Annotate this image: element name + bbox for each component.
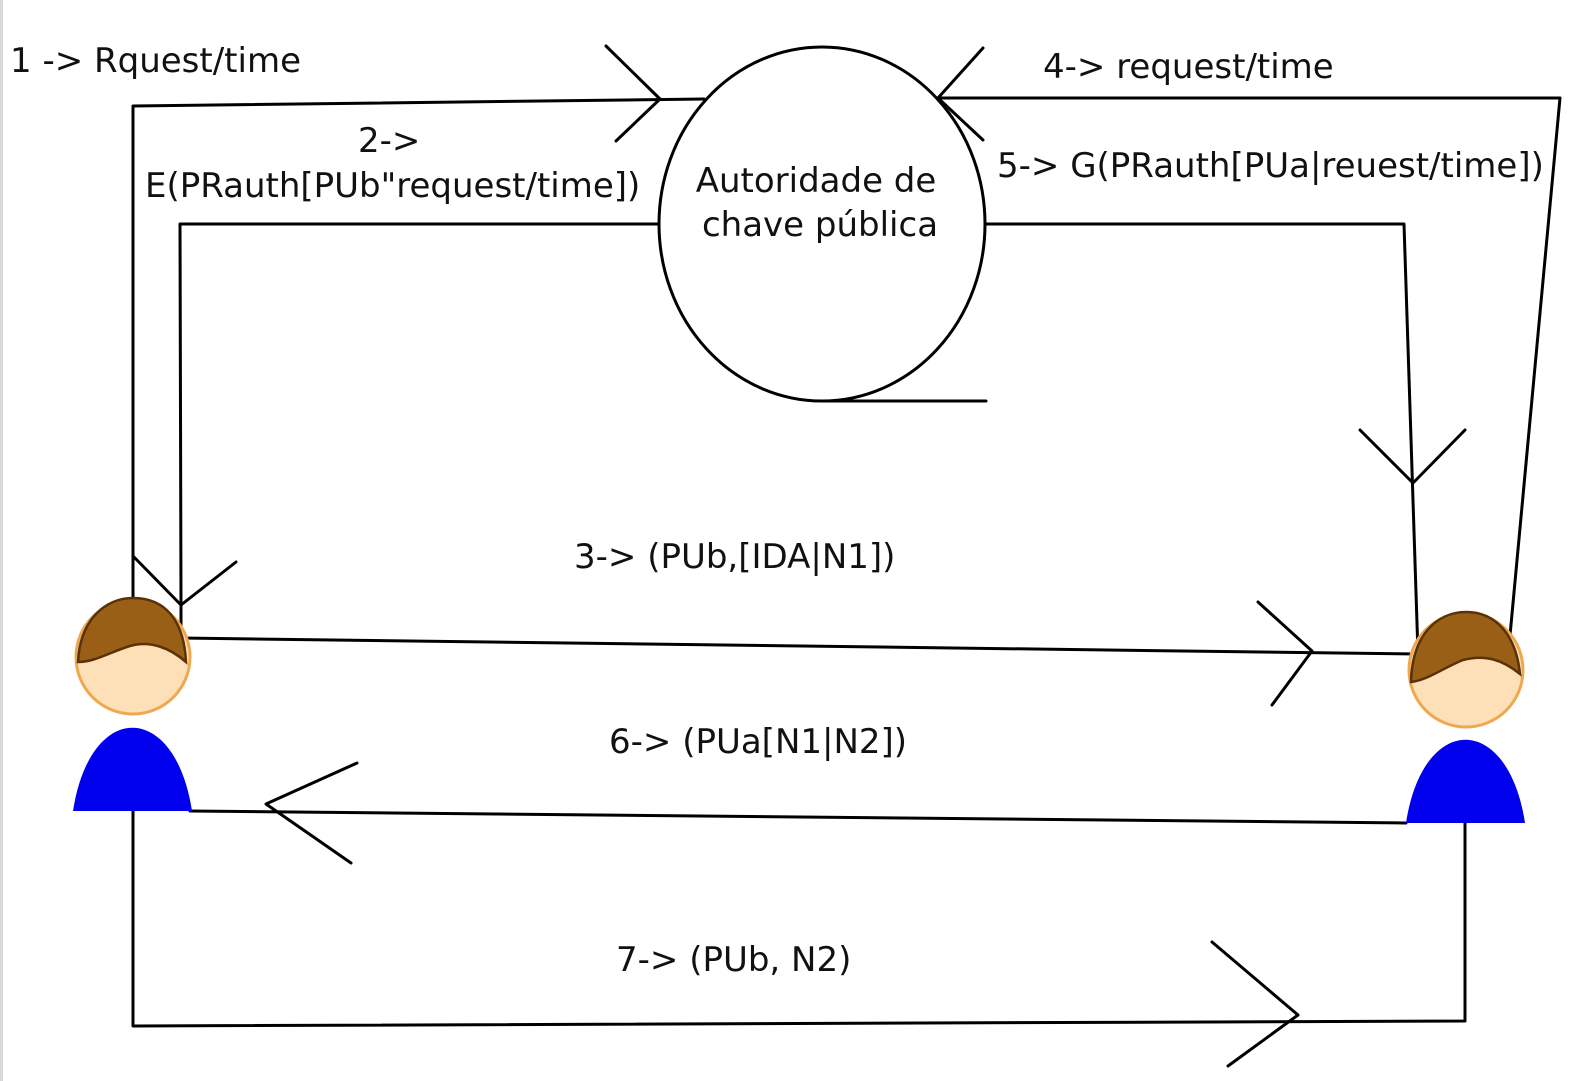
person-b-body — [1406, 739, 1525, 823]
authority-label-line2: chave pública — [702, 205, 938, 245]
message-4-arrowhead — [936, 46, 985, 142]
message-1-flow: 1 -> Rquest/time — [10, 41, 706, 650]
message-7-line — [131, 809, 1467, 1028]
message-1-line — [131, 97, 706, 650]
message-2-arrowhead — [131, 554, 238, 607]
authority-label-line1: Autoridade de — [696, 161, 937, 201]
message-3-label: 3-> (PUb,[IDA|N1]) — [574, 537, 895, 577]
message-5-label: 5-> G(PRauth[PUa|reuest/time]) — [997, 146, 1544, 186]
message-4-label: 4-> request/time — [1043, 47, 1334, 87]
person-a-hair — [76, 596, 188, 665]
message-1-label: 1 -> Rquest/time — [10, 41, 301, 81]
message-7-label: 7-> (PUb, N2) — [616, 940, 851, 980]
message-2-flow: 2-> E(PRauth[PUb"request/time]) — [131, 121, 661, 607]
message-2-label-line1: 2-> — [358, 121, 420, 161]
message-3-flow: 3-> (PUb,[IDA|N1]) — [179, 537, 1420, 707]
person-b-hair — [1409, 610, 1522, 684]
message-2-label-line2: E(PRauth[PUb"request/time]) — [145, 166, 640, 206]
message-3-arrowhead — [1256, 600, 1314, 707]
message-3-line — [179, 603, 1420, 656]
message-6-label: 6-> (PUa[N1|N2]) — [609, 722, 907, 762]
message-6-line — [188, 809, 1408, 825]
authority-node: Autoridade de chave pública — [657, 45, 988, 403]
message-5-line — [984, 222, 1420, 656]
message-7-flow: 7-> (PUb, N2) — [131, 809, 1467, 1068]
person-a-body — [73, 727, 192, 811]
message-1-arrowhead — [604, 44, 662, 143]
message-4-flow: 4-> request/time — [936, 46, 1562, 659]
message-5-arrowhead — [1358, 428, 1467, 485]
message-7-arrowhead — [1210, 940, 1300, 1068]
message-6-flow: 6-> (PUa[N1|N2]) — [188, 722, 1408, 865]
message-6-arrowhead — [264, 761, 359, 865]
person-b-icon — [1406, 610, 1525, 823]
message-4-line — [936, 96, 1562, 659]
message-5-flow: 5-> G(PRauth[PUa|reuest/time]) — [984, 146, 1544, 656]
person-a-icon — [73, 596, 192, 811]
message-2-line — [178, 222, 661, 607]
left-edge-border — [0, 0, 3, 1081]
